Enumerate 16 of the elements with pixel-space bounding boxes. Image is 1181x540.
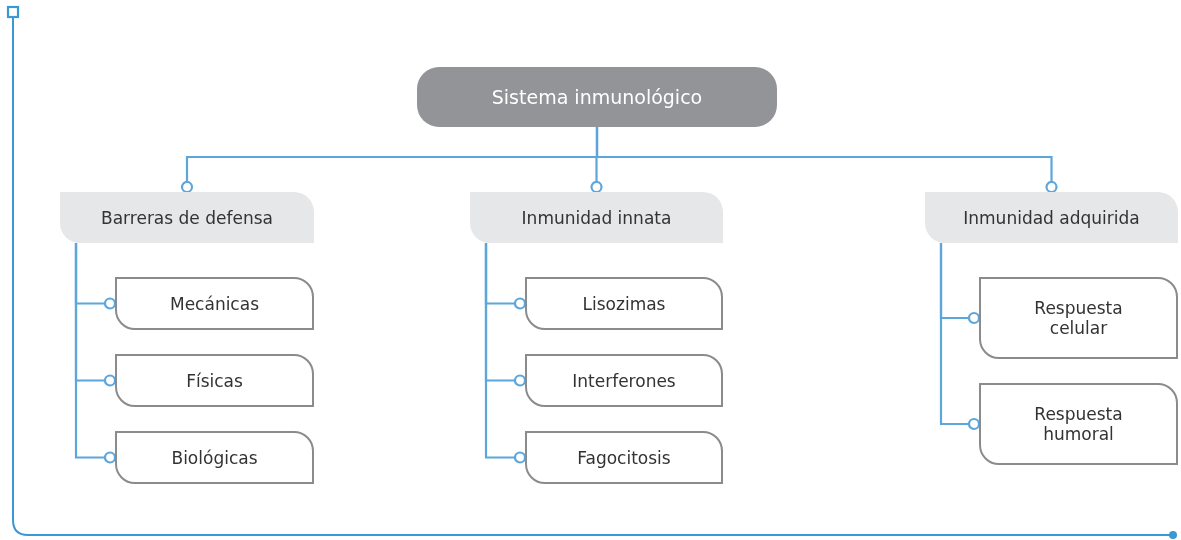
concept-box: Respuesta celular [979, 277, 1178, 359]
concept-box: Biológicas [115, 431, 314, 484]
concept-box: Físicas [115, 354, 314, 407]
title-box: Sistema inmunológico [417, 67, 777, 127]
connector [484, 243, 527, 464]
concept-box: Respuesta humoral [979, 383, 1178, 465]
category-box: Barreras de defensa [60, 192, 314, 243]
category-box: Inmunidad innata [470, 192, 723, 243]
concept-box: Mecánicas [115, 277, 314, 330]
category-box: Inmunidad adquirida [925, 192, 1178, 243]
concept-box: Lisozimas [525, 277, 723, 330]
concept-box: Fagocitosis [525, 431, 723, 484]
connector [595, 127, 1058, 194]
connector [74, 243, 117, 464]
concept-box: Interferones [525, 354, 723, 407]
connector [939, 243, 981, 431]
